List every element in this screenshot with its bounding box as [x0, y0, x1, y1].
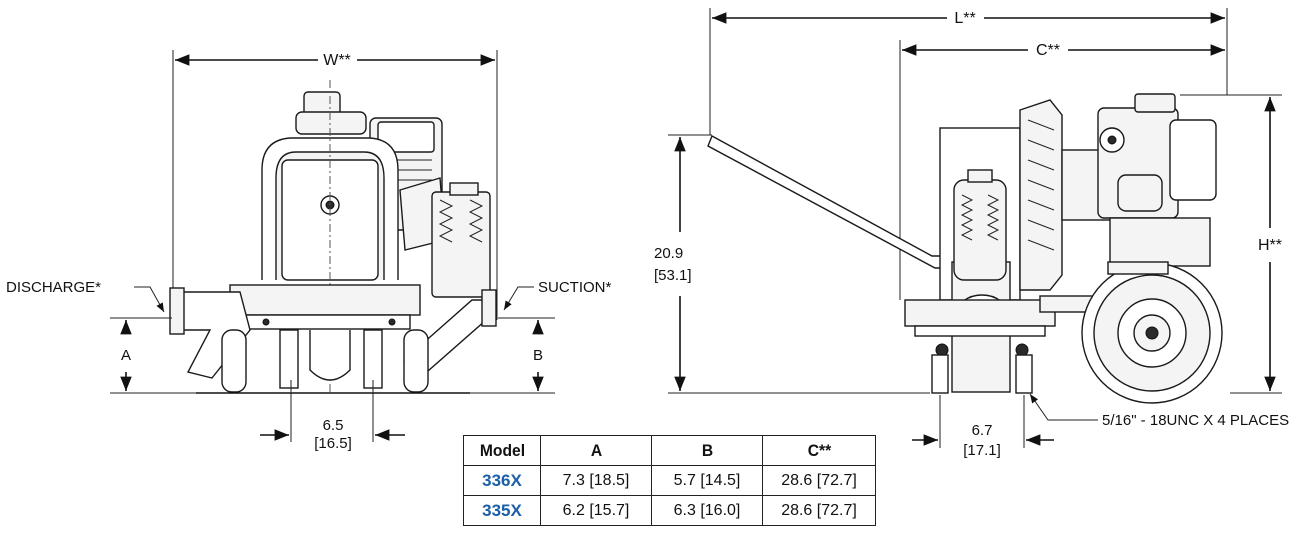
- front-view: W**: [6, 50, 612, 452]
- table-row: 335X 6.2 [15.7] 6.3 [16.0] 28.6 [72.7]: [463, 495, 876, 526]
- c-cell: 28.6 [72.7]: [762, 495, 876, 526]
- model-cell: 336X: [463, 465, 541, 496]
- side-base-mm: [17.1]: [963, 442, 1001, 459]
- front-base-value: 6.5: [323, 417, 344, 434]
- table-row: 336X 7.3 [18.5] 5.7 [14.5] 28.6 [72.7]: [463, 465, 876, 496]
- b-cell: 5.7 [14.5]: [651, 465, 763, 496]
- a-cell: 7.3 [18.5]: [540, 465, 652, 496]
- spec-table: Model A B C** 336X 7.3 [18.5] 5.7 [14.5]…: [463, 435, 876, 526]
- side-view: L** C** H** 20.9 [53.1]: [654, 8, 1289, 459]
- length-label: L**: [954, 10, 975, 27]
- c-dim-label: C**: [1036, 42, 1060, 59]
- dim-b-label: B: [533, 347, 543, 364]
- front-base-mm: [16.5]: [314, 435, 352, 452]
- table-header-row: Model A B C**: [464, 435, 876, 466]
- bolts-label: 5/16" - 18UNC X 4 PLACES: [1102, 412, 1289, 429]
- header-c: C**: [766, 435, 872, 466]
- c-cell: 28.6 [72.7]: [762, 465, 876, 496]
- suction-label: SUCTION*: [538, 279, 612, 296]
- discharge-label: DISCHARGE*: [6, 279, 101, 296]
- header-b: B: [655, 435, 759, 466]
- side-height-mm: [53.1]: [654, 267, 692, 284]
- side-base-value: 6.7: [972, 422, 993, 439]
- b-cell: 6.3 [16.0]: [651, 495, 763, 526]
- header-model: Model: [466, 435, 538, 466]
- header-a: A: [544, 435, 648, 466]
- dim-a-label: A: [121, 347, 131, 364]
- width-label: W**: [323, 52, 351, 69]
- height-label: H**: [1258, 237, 1282, 254]
- model-cell: 335X: [463, 495, 541, 526]
- a-cell: 6.2 [15.7]: [540, 495, 652, 526]
- side-height-value: 20.9: [654, 245, 683, 262]
